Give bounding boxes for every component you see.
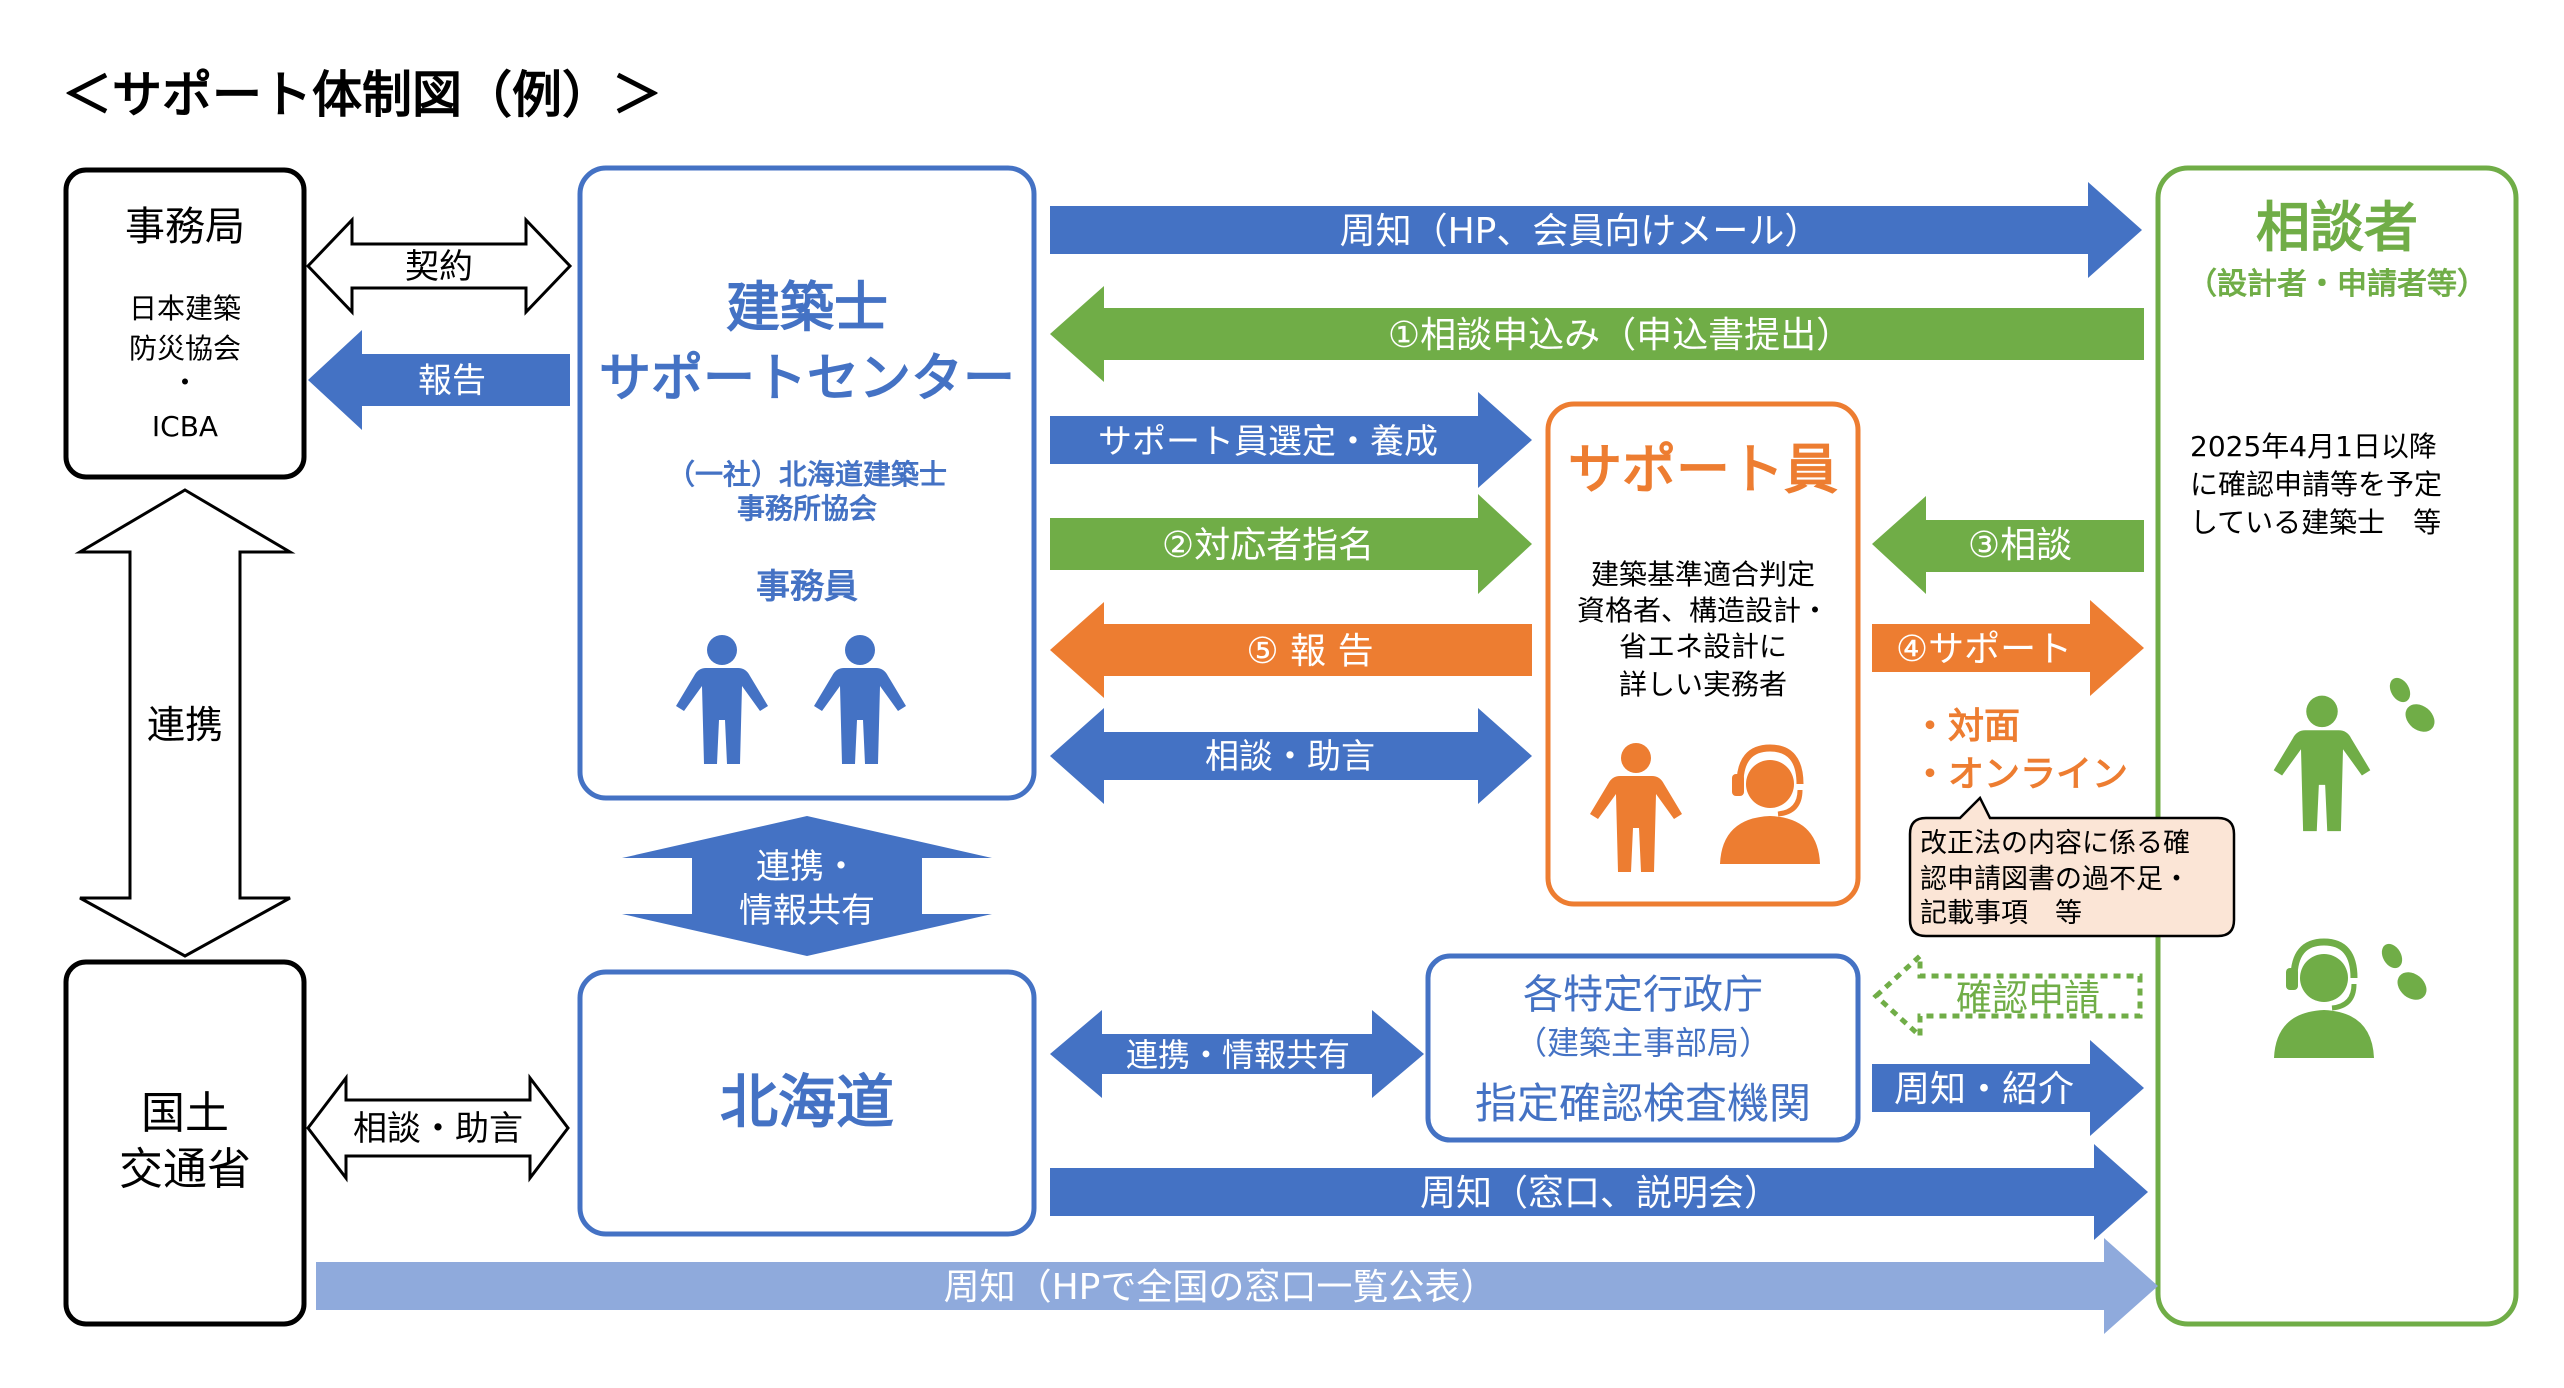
diagram-title: ＜サポート体制図（例）＞	[62, 66, 662, 124]
consultant-line: 2025年4月1日以降	[2190, 430, 2437, 463]
notice-list-arrow: 周知（HPで全国の窓口一覧公表）	[316, 1238, 2158, 1334]
consultant-box: 相談者 （設計者・申請者等） 2025年4月1日以降 に確認申請等を予定 してい…	[2155, 165, 2519, 1327]
consultant-title: 相談者	[2256, 196, 2418, 259]
support-center-title: 建築士	[726, 276, 888, 339]
hokkaido-title: 北海道	[720, 1068, 894, 1136]
headset-talking-icon	[2274, 940, 2427, 1058]
authority-line3: 指定確認検査機関	[1475, 1079, 1811, 1128]
supporter-box: サポート員 建築基準適合判定 資格者、構造設計・ 省エネ設計に 詳しい実務者	[1545, 401, 1861, 907]
notice-list-label: 周知（HPで全国の窓口一覧公表）	[944, 1267, 1497, 1308]
person-talking-icon	[2273, 677, 2435, 832]
mode-online: ・オンライン	[1912, 754, 2128, 795]
support-center-org: 事務所協会	[737, 492, 877, 525]
consultant-subtitle: （設計者・申請者等）	[2187, 267, 2487, 302]
notice-hp-arrow: 周知（HP、会員向けメール）	[1050, 182, 2142, 278]
notice-intro-label: 周知・紹介	[1894, 1069, 2074, 1110]
advice-mlit-label: 相談・助言	[353, 1109, 523, 1149]
consult3-arrow: ③相談	[1872, 496, 2144, 594]
mlit-box: 国土 交通省	[63, 959, 307, 1327]
consultant-line: に確認申請等を予定	[2190, 468, 2442, 501]
supporter-line: 建築基準適合判定	[1591, 558, 1815, 591]
secretariat-title: 事務局	[125, 204, 245, 250]
apply-arrow: ①相談申込み（申込書提出）	[1050, 286, 2144, 382]
notice-intro-arrow: 周知・紹介	[1872, 1040, 2144, 1136]
authority-line1: 各特定行政庁	[1523, 972, 1763, 1018]
support-center-title: サポートセンター	[599, 349, 1015, 409]
notice-hp-label: 周知（HP、会員向けメール）	[1340, 211, 1821, 252]
report5-label: ⑤ 報 告	[1246, 631, 1373, 672]
secretariat-line: ICBA	[152, 410, 218, 443]
select-train-arrow: サポート員選定・養成	[1050, 392, 1532, 488]
notice-window-label: 周知（窓口、説明会）	[1420, 1173, 1780, 1214]
advice-mlit-arrow: 相談・助言	[306, 1073, 570, 1183]
advice-mid-label: 相談・助言	[1205, 737, 1375, 777]
consultant-line: している建築士 等	[2190, 506, 2441, 539]
callout-line: 認申請図書の過不足・	[1920, 864, 2190, 895]
apply-label: ①相談申込み（申込書提出）	[1388, 315, 1852, 356]
kakunin-arrow: 確認申請	[1872, 950, 2143, 1042]
support-content-callout: 改正法の内容に係る確 認申請図書の過不足・ 記載事項 等	[1908, 795, 2236, 938]
support4-arrow: ④サポート	[1872, 600, 2144, 696]
support-center-box: 建築士 サポートセンター （一社）北海道建築士 事務所協会 事務員	[577, 165, 1037, 801]
mlit-line: 国土	[141, 1088, 229, 1139]
mode-in-person: ・対面	[1912, 706, 2020, 747]
staff-label: 事務員	[756, 567, 858, 607]
renkei-label: 連携	[147, 703, 223, 747]
callout-line: 改正法の内容に係る確	[1920, 828, 2190, 859]
mlit-line: 交通省	[119, 1144, 251, 1195]
assign-arrow: ②対応者指名	[1050, 494, 1532, 594]
select-train-label: サポート員選定・養成	[1098, 422, 1438, 462]
secretariat-line: ・	[171, 366, 199, 399]
secretariat-box: 事務局 日本建築 防災協会 ・ ICBA	[63, 167, 307, 480]
share-h-label: 連携・情報共有	[1126, 1036, 1350, 1074]
kakunin-label: 確認申請	[1956, 978, 2100, 1019]
report5-arrow: ⑤ 報 告	[1050, 602, 1532, 698]
support4-label: ④サポート	[1896, 629, 2072, 670]
secretariat-line: 日本建築	[129, 292, 241, 325]
contract-arrow: 契約	[305, 216, 573, 316]
supporter-line: 資格者、構造設計・	[1577, 594, 1829, 627]
callout-line: 記載事項 等	[1920, 898, 2082, 929]
authority-box: 各特定行政庁 （建築主事部局） 指定確認検査機関	[1425, 953, 1861, 1143]
report-to-secretariat-arrow: 報告	[308, 330, 570, 430]
contract-label: 契約	[405, 247, 473, 287]
renkei-vertical-arrow: 連携	[74, 488, 296, 958]
supporter-title: サポート員	[1568, 438, 1838, 501]
advice-mid-arrow: 相談・助言	[1050, 708, 1532, 804]
report-label: 報告	[418, 361, 486, 401]
consult3-label: ③相談	[1968, 525, 2072, 566]
supporter-line: 詳しい実務者	[1619, 668, 1787, 701]
share-horizontal-arrow: 連携・情報共有	[1050, 1010, 1424, 1098]
supporter-line: 省エネ設計に	[1619, 630, 1787, 663]
share-label: 情報共有	[739, 891, 875, 931]
authority-line2: （建築主事部局）	[1515, 1024, 1771, 1062]
assign-label: ②対応者指名	[1162, 525, 1374, 566]
secretariat-line: 防災協会	[129, 332, 241, 365]
share-label: 連携・	[756, 847, 858, 887]
support-center-org: （一社）北海道建築士	[667, 458, 947, 491]
notice-window-arrow: 周知（窓口、説明会）	[1050, 1144, 2148, 1240]
share-vertical-arrow: 連携・ 情報共有	[622, 816, 992, 956]
hokkaido-box: 北海道	[577, 969, 1037, 1237]
